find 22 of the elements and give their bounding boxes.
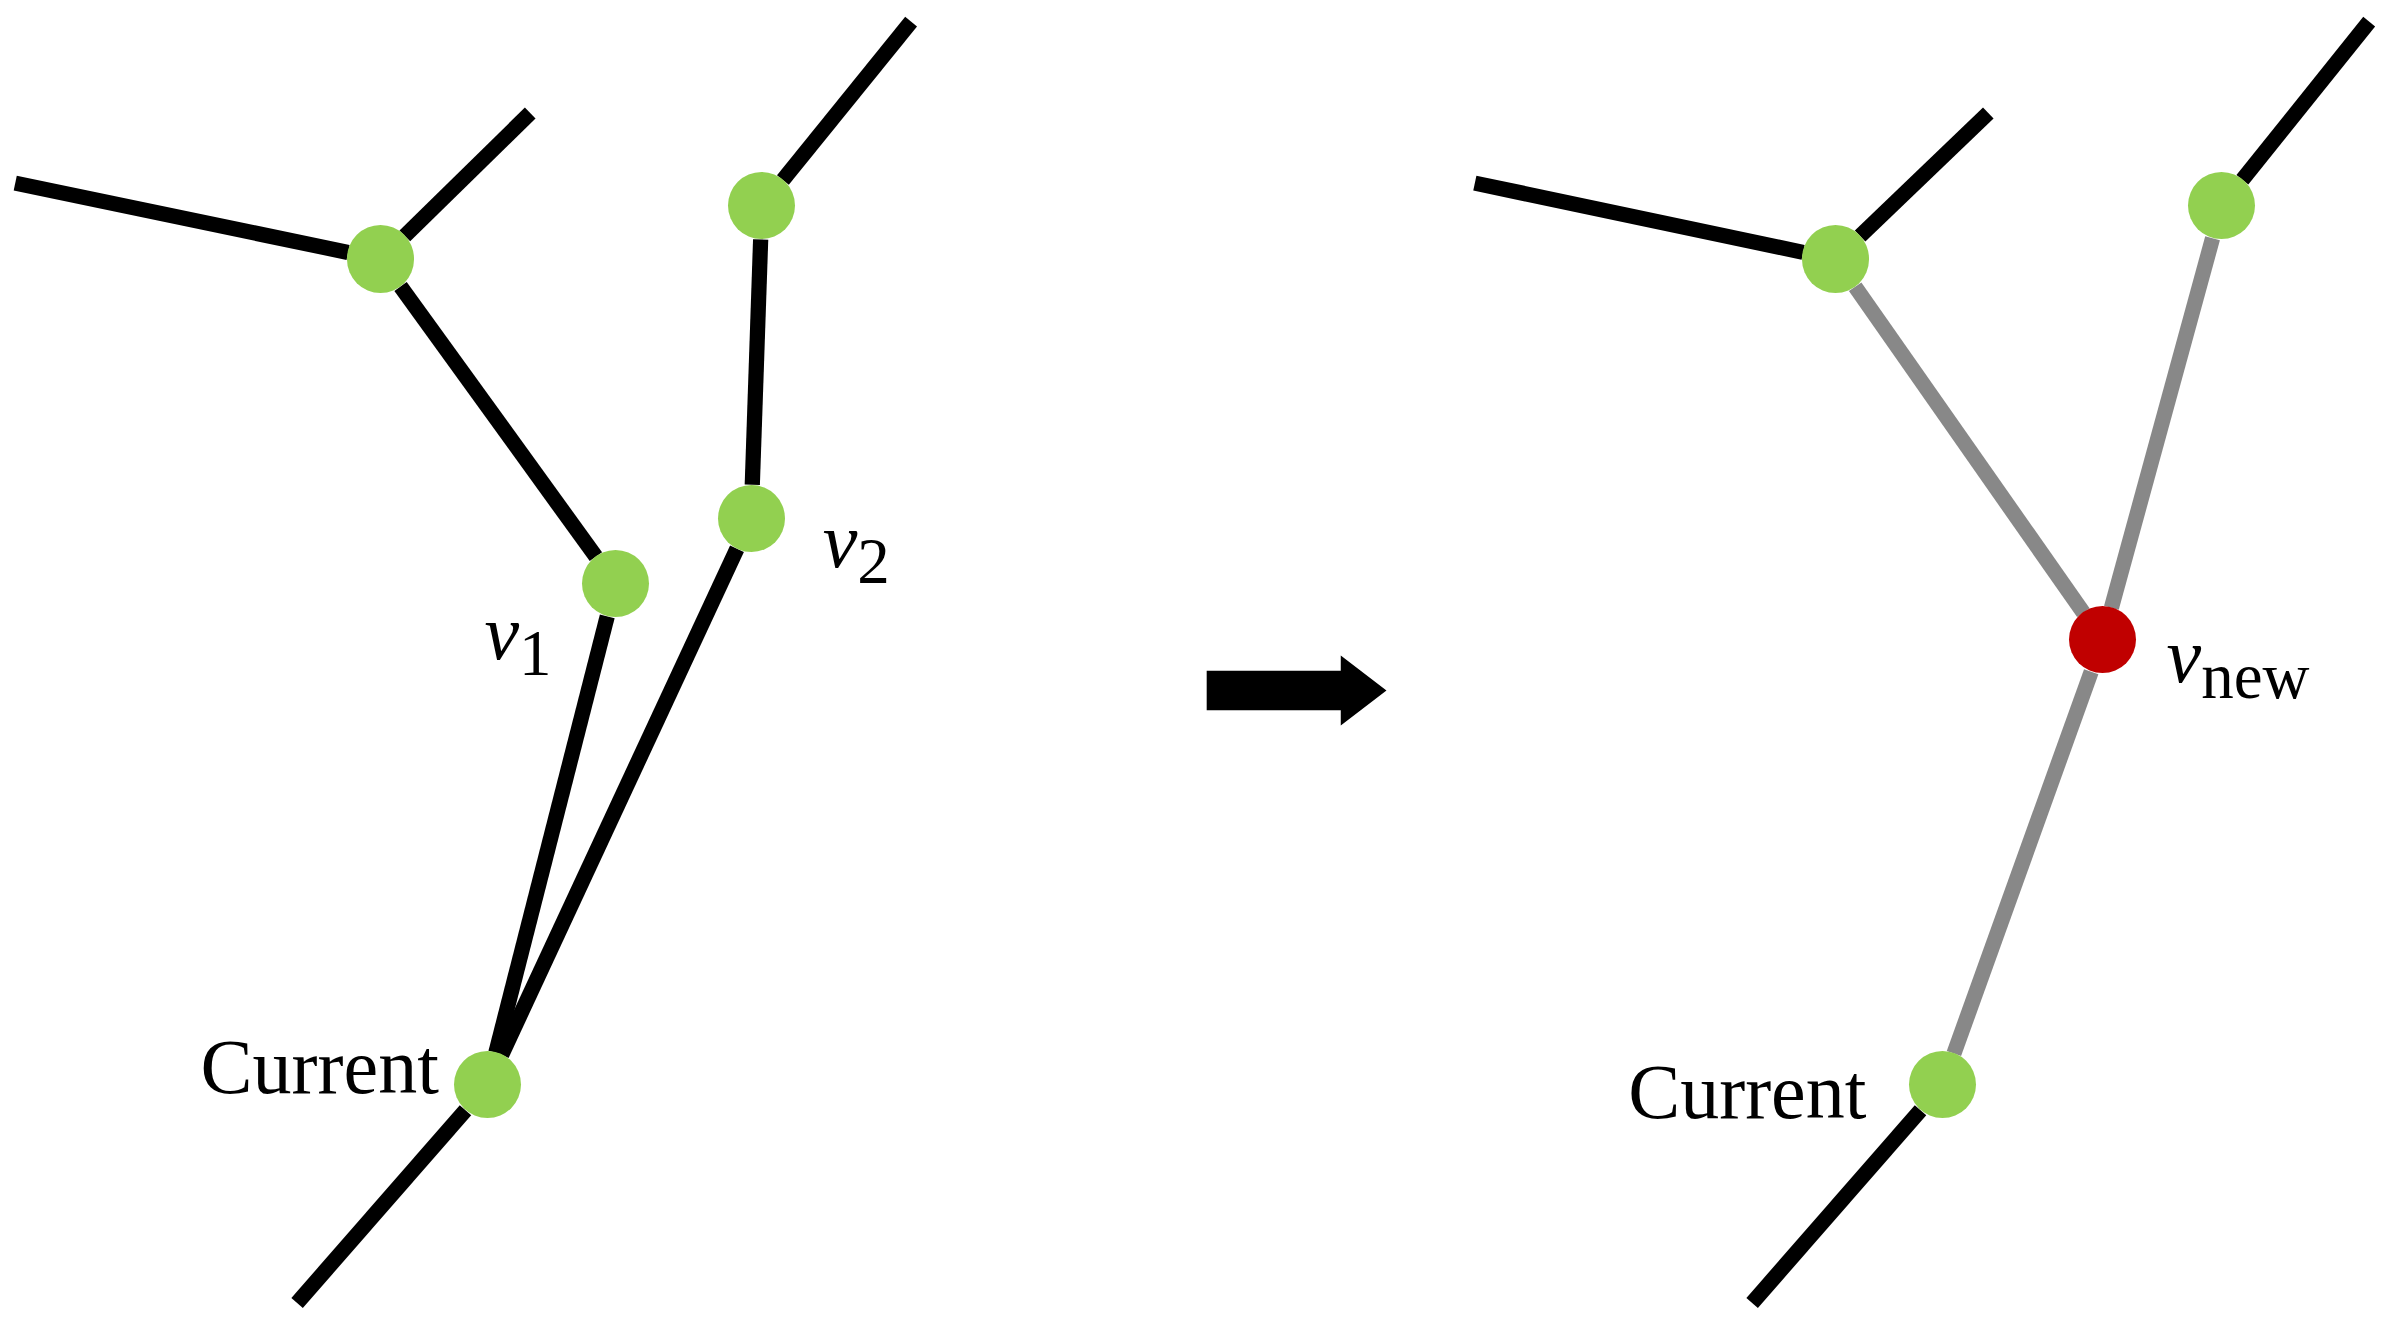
graph-edge bbox=[399, 107, 536, 242]
graph-edge bbox=[1746, 1105, 1927, 1308]
graph-edge bbox=[744, 239, 769, 486]
graph-edge bbox=[1848, 282, 2090, 618]
graph-edge bbox=[776, 16, 918, 185]
vertex-label: v$_{2}$ bbox=[822, 502, 890, 595]
vertex-label: Current bbox=[200, 1027, 439, 1106]
vertex-label: v$_{new}$ bbox=[2166, 616, 2310, 710]
vertex-circle bbox=[454, 1051, 522, 1119]
graph-edge bbox=[13, 175, 350, 260]
graph-edge bbox=[2104, 236, 2220, 610]
graph-edge bbox=[394, 282, 603, 562]
vertex-circle bbox=[347, 225, 415, 293]
graph-edge bbox=[2236, 16, 2376, 185]
graph-edge bbox=[1473, 175, 1805, 260]
vertex-label: Current bbox=[1628, 1053, 1867, 1132]
vertex-label: v$_{1}$ bbox=[484, 593, 552, 687]
graph-edge bbox=[291, 1105, 472, 1308]
graph-edge bbox=[1854, 107, 1994, 242]
vertex-circle bbox=[1802, 225, 1870, 293]
vertex-circle bbox=[1909, 1051, 1977, 1119]
graph-edge bbox=[1946, 669, 2099, 1057]
